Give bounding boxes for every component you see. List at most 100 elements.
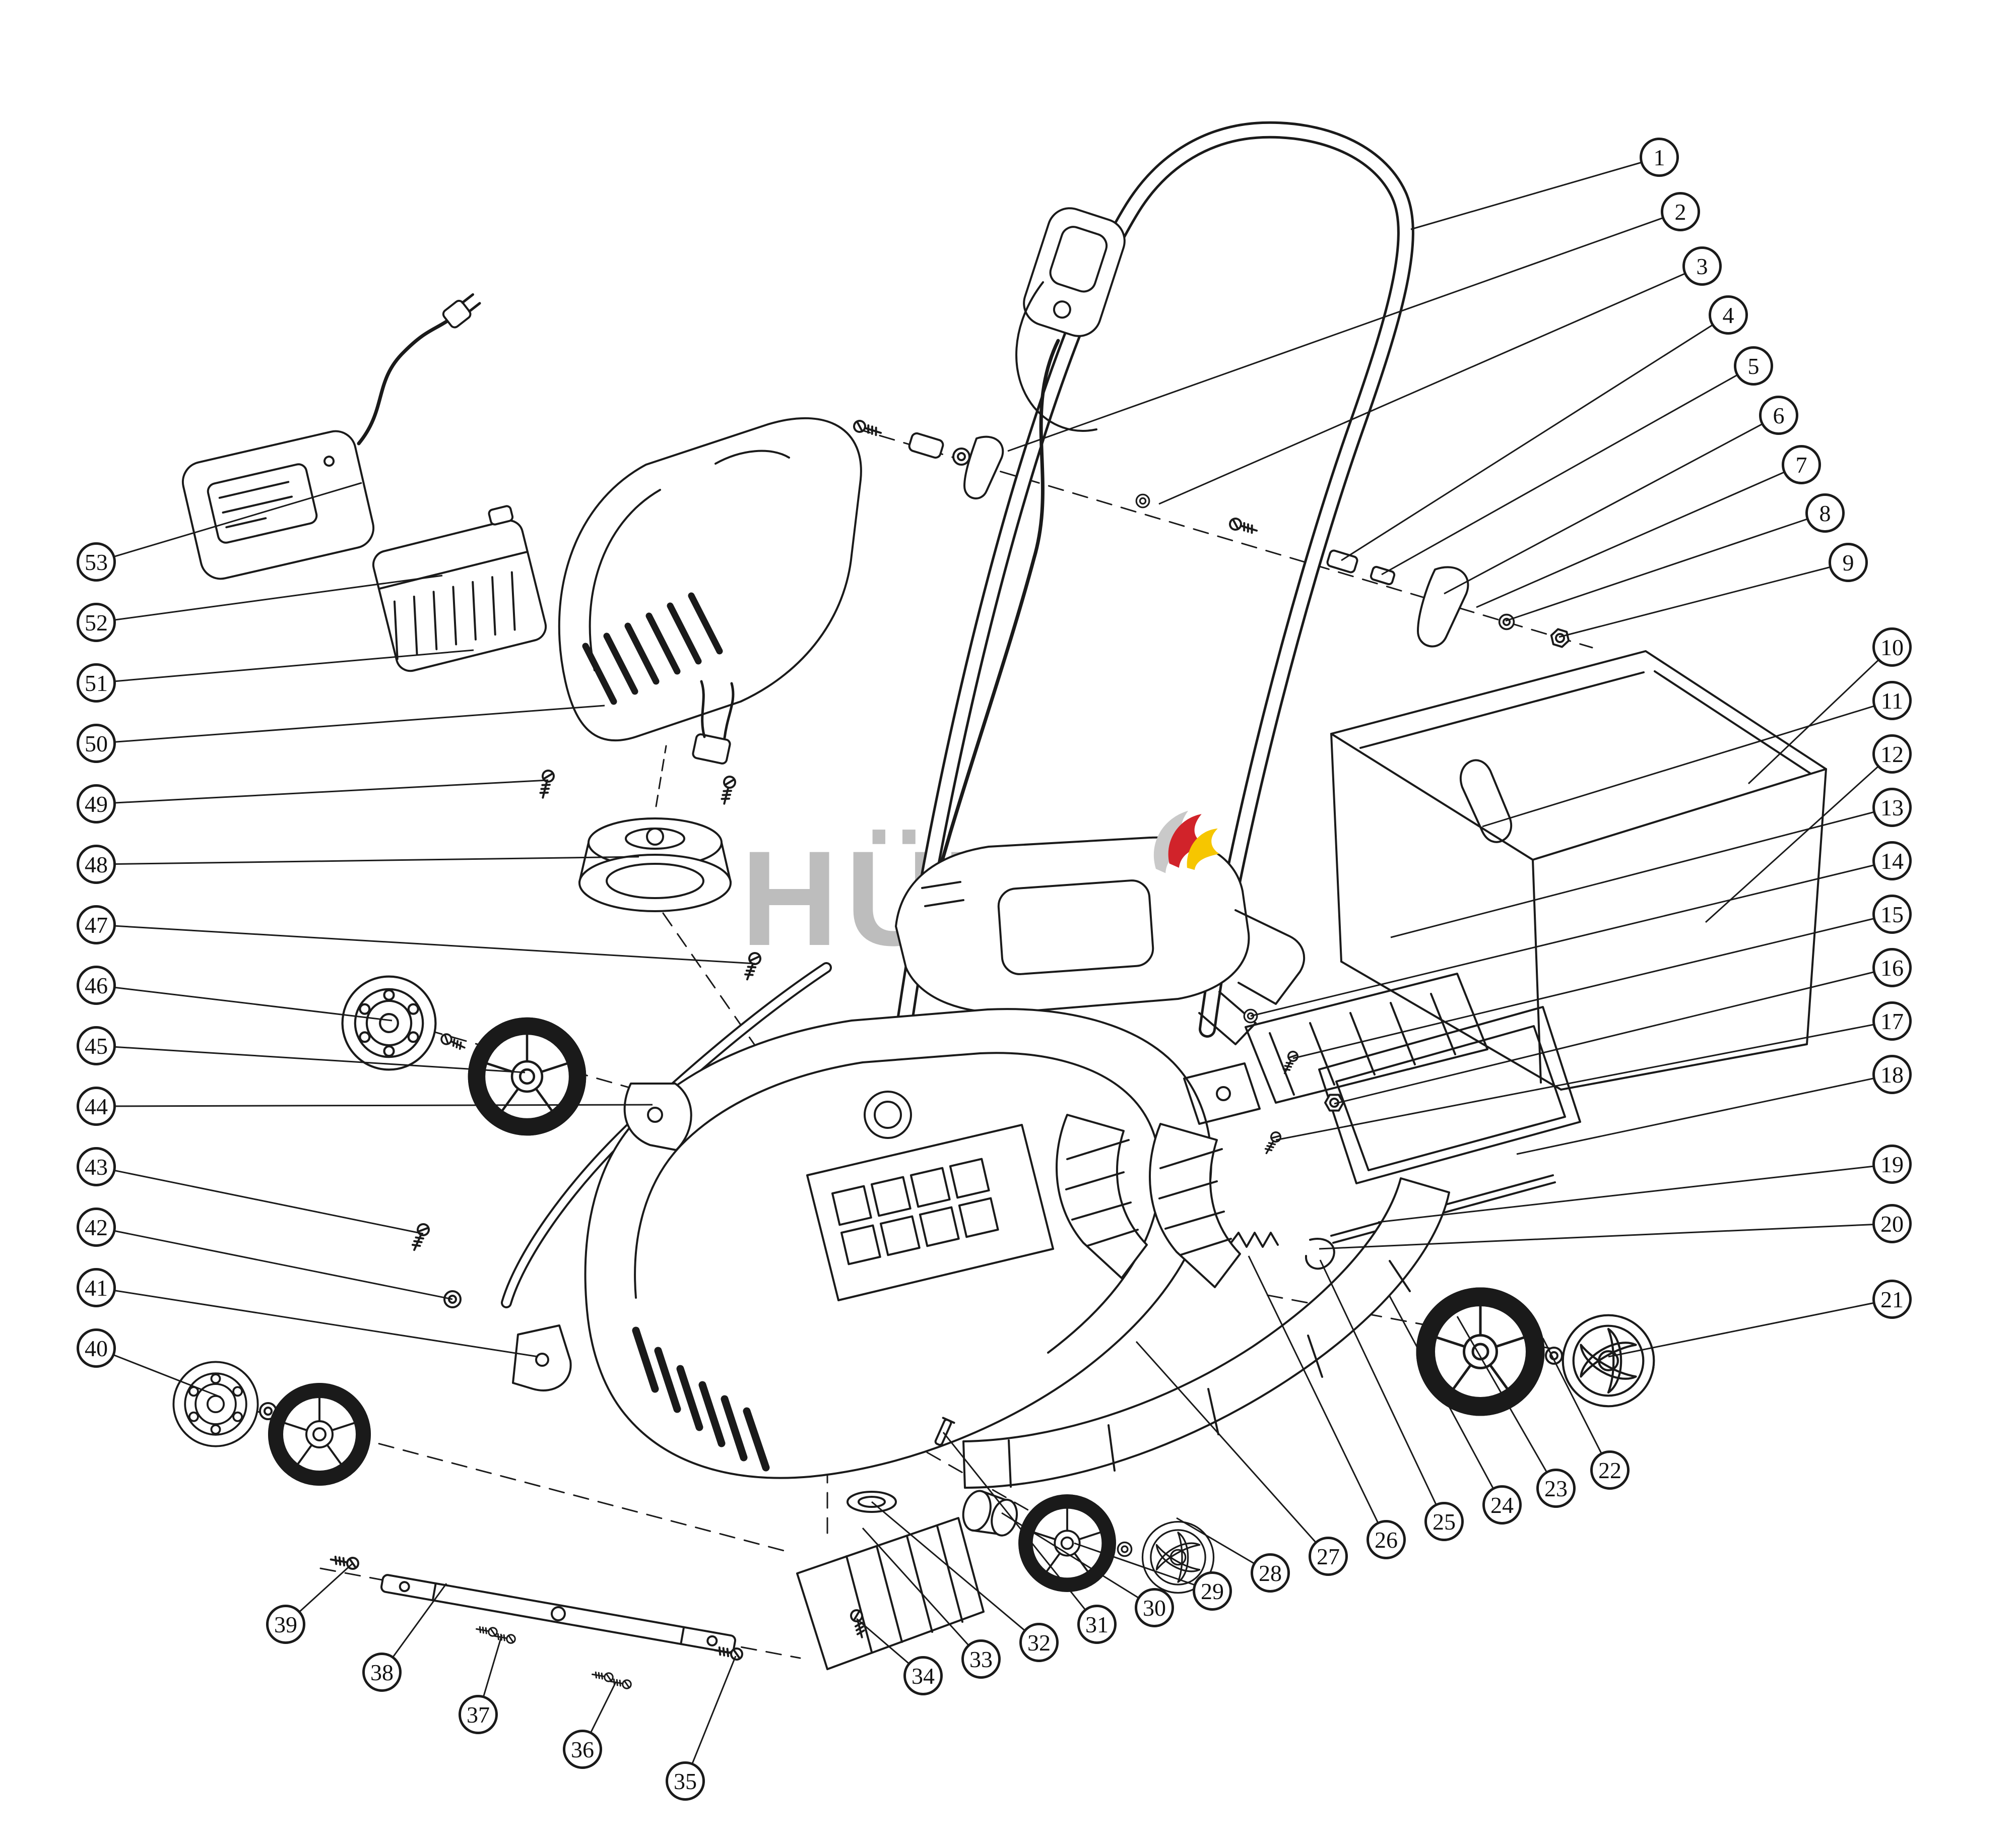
leader-line-part-30: [1001, 1512, 1155, 1609]
grass-bag-frame: [1318, 1006, 1581, 1184]
wheels: [172, 977, 1654, 1593]
part-callout-20: 20: [1872, 1204, 1912, 1243]
leader-line-part-4: [1341, 314, 1729, 561]
part-callout-14: 14: [1872, 841, 1912, 880]
part-callout-36: 36: [563, 1730, 602, 1769]
part-callout-7: 7: [1782, 445, 1821, 484]
leader-line-part-45: [96, 1045, 526, 1073]
leader-line-part-5: [1381, 365, 1754, 576]
part-callout-39: 39: [266, 1605, 305, 1644]
leader-line-part-46: [96, 984, 393, 1022]
leader-line-part-52: [96, 575, 443, 623]
blade-bar: [329, 1553, 744, 1690]
deck-skirt: [962, 1177, 1450, 1489]
leader-line-part-24: [1389, 1296, 1503, 1505]
part-callout-23: 23: [1536, 1469, 1576, 1508]
part-callout-48: 48: [77, 845, 116, 884]
leader-line-part-20: [1319, 1223, 1893, 1250]
leader-line-part-22: [1542, 1338, 1611, 1471]
leader-line-part-10: [1747, 646, 1893, 785]
leader-line-part-35: [684, 1656, 737, 1782]
part-callout-5: 5: [1734, 346, 1773, 386]
part-callout-33: 33: [961, 1639, 1001, 1679]
part-callout-26: 26: [1367, 1520, 1406, 1559]
part-callout-18: 18: [1872, 1055, 1912, 1094]
leader-line-part-27: [1135, 1341, 1329, 1557]
leader-line-part-21: [1608, 1298, 1893, 1358]
part-callout-29: 29: [1193, 1571, 1232, 1611]
leader-line-part-12: [1705, 753, 1893, 923]
leader-line-part-8: [1505, 512, 1826, 622]
part-callout-45: 45: [77, 1026, 116, 1065]
leader-line-part-32: [871, 1501, 1039, 1643]
leader-line-part-33: [862, 1527, 982, 1660]
leader-line-part-15: [1292, 913, 1893, 1059]
leader-line-part-18: [1516, 1073, 1893, 1155]
part-callout-19: 19: [1872, 1145, 1912, 1184]
grass-catcher-bag: [1330, 650, 1827, 1091]
leader-line-part-51: [96, 649, 474, 684]
part-callout-17: 17: [1872, 1001, 1912, 1041]
charger-plug: [442, 293, 481, 329]
leader-line-part-23: [1456, 1316, 1557, 1489]
leader-line-part-49: [96, 779, 549, 805]
rear-discharge-door: [1245, 973, 1488, 1104]
part-callout-34: 34: [903, 1656, 943, 1695]
part-callout-46: 46: [77, 966, 116, 1005]
leader-line-part-25: [1319, 1259, 1445, 1522]
part-callout-28: 28: [1251, 1553, 1290, 1593]
brand-flame-icon: [1153, 810, 1219, 873]
part-callout-38: 38: [362, 1653, 402, 1692]
wheel-coupling: [962, 1490, 1018, 1537]
leader-line-part-29: [1074, 1542, 1213, 1592]
part-callout-31: 31: [1077, 1605, 1117, 1644]
part-callout-13: 13: [1872, 788, 1912, 827]
blade-clutch-assembly: [578, 680, 735, 912]
part-callout-15: 15: [1872, 895, 1912, 934]
part-callout-10: 10: [1872, 627, 1912, 667]
battery-charger: [181, 293, 481, 580]
leader-line-part-19: [1378, 1163, 1893, 1223]
battery-pack: [372, 505, 547, 672]
part-callout-40: 40: [77, 1328, 116, 1368]
part-callout-43: 43: [77, 1147, 116, 1186]
leader-line-part-41: [96, 1287, 539, 1358]
leader-line-part-7: [1476, 464, 1802, 608]
leader-line-part-14: [1250, 860, 1893, 1017]
leader-line-part-42: [96, 1226, 453, 1300]
part-callout-12: 12: [1872, 734, 1912, 774]
part-callout-47: 47: [77, 905, 116, 944]
part-callout-37: 37: [459, 1695, 498, 1734]
part-callout-51: 51: [77, 663, 116, 703]
part-callout-27: 27: [1309, 1537, 1348, 1576]
part-callout-44: 44: [77, 1087, 116, 1126]
part-callout-25: 25: [1424, 1502, 1464, 1541]
part-callout-42: 42: [77, 1208, 116, 1247]
leader-line-part-9: [1558, 561, 1849, 638]
leader-line-part-48: [96, 856, 639, 865]
leader-line-part-13: [1390, 806, 1893, 938]
leader-line-part-40: [96, 1347, 221, 1398]
leader-line-part-16: [1334, 967, 1893, 1105]
part-callout-32: 32: [1019, 1623, 1059, 1662]
part-callout-30: 30: [1135, 1588, 1174, 1627]
part-callout-4: 4: [1709, 295, 1748, 335]
motor-shroud: [536, 417, 862, 806]
leader-line-part-26: [1248, 1255, 1387, 1540]
leader-line-part-1: [1410, 156, 1660, 230]
part-callout-22: 22: [1590, 1450, 1630, 1490]
leader-line-part-43: [96, 1166, 424, 1235]
part-callout-53: 53: [77, 542, 116, 582]
leader-line-part-3: [1158, 265, 1703, 505]
axle-bracket: [512, 1324, 572, 1391]
part-callout-41: 41: [77, 1268, 116, 1307]
motor-cover: [895, 836, 1306, 1045]
leader-line-part-44: [96, 1104, 653, 1107]
leader-line-part-6: [1444, 414, 1779, 595]
leader-line-part-2: [1007, 211, 1681, 452]
leader-line-part-50: [96, 705, 605, 744]
leader-line-part-31: [942, 1432, 1098, 1625]
